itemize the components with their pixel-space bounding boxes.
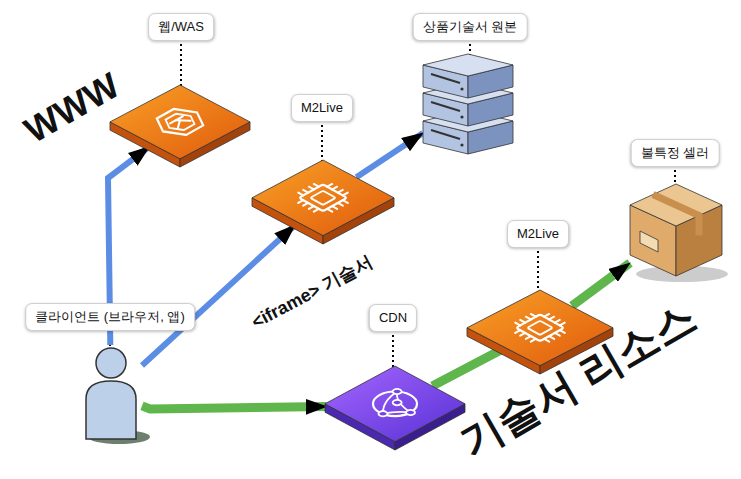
icon-glyph (148, 104, 211, 139)
server-led (460, 87, 463, 90)
icon-glyph (506, 309, 574, 347)
chip-icon (252, 160, 394, 244)
origin-server: 상품기술서 원본 (423, 50, 513, 156)
chip-pin (531, 314, 536, 317)
node-label: 클라이언트 (브라우저, 앱) (25, 303, 195, 331)
client-person: 클라이언트 (브라우저, 앱) (80, 345, 142, 443)
iframe-note: <iframe> 기술서 (249, 253, 376, 332)
connector (142, 406, 327, 409)
box-sticker (640, 231, 658, 252)
server-slot (431, 130, 460, 139)
chip-pin (303, 190, 308, 193)
chip-pin (544, 314, 549, 317)
node-label: 상품기술서 원본 (413, 13, 528, 41)
cdn-dot (377, 410, 390, 417)
chip-pin (560, 323, 565, 326)
chip-body (299, 184, 347, 211)
chip-pin (314, 209, 319, 212)
chip-pin (549, 336, 554, 339)
chip-pin (544, 339, 549, 342)
server-led (460, 115, 463, 118)
connector (356, 133, 423, 177)
cdn-dot (404, 409, 417, 416)
connector (432, 350, 501, 386)
m2live-box: M2Live (252, 160, 394, 244)
web-server: 웹/WAS (110, 85, 250, 167)
cdn-icon (325, 366, 465, 450)
cdn-link (370, 392, 422, 421)
chip-pin (526, 336, 531, 339)
icon-glyph (289, 179, 357, 217)
chip-pin (309, 187, 314, 190)
connector (572, 263, 630, 306)
node-label: M2Live (291, 94, 353, 122)
node-label: 웹/WAS (148, 13, 214, 41)
chip-pin (520, 320, 525, 323)
diamond-top (252, 160, 394, 236)
chip-pin (515, 323, 520, 326)
box-icon (630, 180, 722, 278)
node-label: M2Live (507, 220, 569, 248)
node-label: 불특정 셀러 (631, 139, 720, 167)
node-label: CDN (369, 304, 417, 332)
chip-pin (555, 333, 560, 336)
chip-pin (555, 320, 560, 323)
server-slot (431, 102, 460, 111)
icon-glyph (361, 386, 429, 424)
chip-body (516, 314, 564, 341)
k-stroke (172, 120, 185, 128)
chip-pin (343, 200, 348, 203)
chip-pin (549, 317, 554, 320)
chip-pin (343, 193, 348, 196)
connector (142, 225, 295, 366)
person-icon (80, 345, 142, 443)
diamond-top (325, 366, 465, 442)
server-led (460, 143, 463, 146)
chip-pin (531, 339, 536, 342)
diamond-top (110, 85, 250, 159)
chip-pin (332, 206, 337, 209)
chip-pin (332, 187, 337, 190)
cdn-dot (391, 399, 404, 406)
person-body (86, 381, 136, 439)
cdn-dot (391, 388, 404, 395)
chip-pin (338, 203, 343, 206)
cdn-ring (364, 386, 426, 421)
chip-pin (515, 330, 520, 333)
chip-pin (520, 333, 525, 336)
chip-pin (309, 206, 314, 209)
chip-pin (298, 193, 303, 196)
server-icon (423, 50, 513, 156)
chip-pin (314, 184, 319, 187)
chip-core (310, 191, 335, 205)
edge-layer (108, 133, 630, 409)
www-heading: WWW (19, 67, 125, 149)
leader-layer (110, 44, 675, 380)
chip-pin (526, 317, 531, 320)
person-head (96, 348, 126, 378)
was-icon (110, 85, 250, 167)
chip-pin (327, 209, 332, 212)
box-tape (653, 195, 699, 236)
cdn-box: CDN (325, 366, 465, 450)
hex-outline (148, 104, 211, 139)
seller-box: 불특정 셀러 (630, 180, 722, 278)
chip-pin (560, 330, 565, 333)
server-top (423, 54, 513, 76)
chip-core (527, 321, 552, 335)
server-slot (431, 74, 460, 83)
chip-pin (303, 203, 308, 206)
hex-inner (160, 111, 200, 133)
k-stroke (176, 116, 191, 124)
chip-pin (338, 190, 343, 193)
chip-pin (298, 200, 303, 203)
chip-pin (327, 184, 332, 187)
